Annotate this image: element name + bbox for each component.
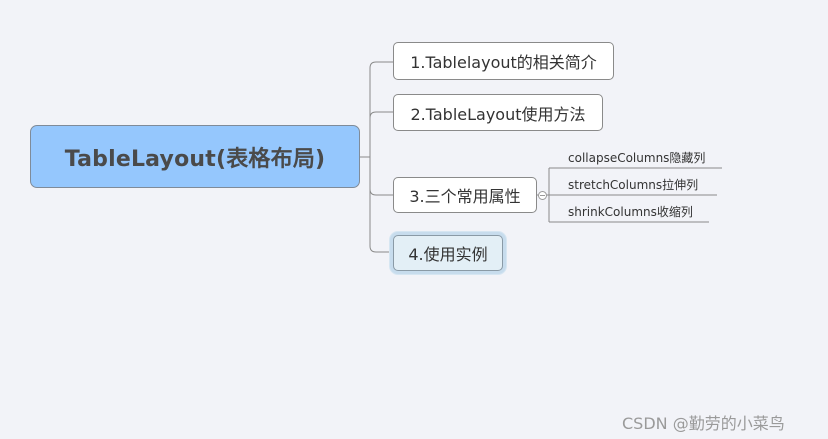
topic-label: 3.三个常用属性 bbox=[409, 187, 521, 206]
subtopic-collapse-columns[interactable]: collapseColumns隐藏列 bbox=[568, 149, 705, 166]
topic-2-usage[interactable]: 2.TableLayout使用方法 bbox=[393, 94, 603, 131]
collapse-minus-icon[interactable] bbox=[538, 191, 547, 200]
subtopic-label: shrinkColumns收缩列 bbox=[568, 205, 693, 219]
subtopic-label: stretchColumns拉伸列 bbox=[568, 178, 699, 192]
csdn-watermark: CSDN @勤劳的小菜鸟 bbox=[622, 414, 785, 433]
subtopic-label: collapseColumns隐藏列 bbox=[568, 151, 706, 165]
topic-4-example-selected[interactable]: 4.使用实例 bbox=[393, 235, 503, 271]
topic-label: 4.使用实例 bbox=[408, 245, 488, 264]
topic-1-intro[interactable]: 1.Tablelayout的相关简介 bbox=[393, 42, 614, 80]
topic-3-properties[interactable]: 3.三个常用属性 bbox=[393, 177, 537, 213]
subtopic-stretch-columns[interactable]: stretchColumns拉伸列 bbox=[568, 176, 698, 193]
subtopic-shrink-columns[interactable]: shrinkColumns收缩列 bbox=[568, 203, 693, 220]
topic-label: 1.Tablelayout的相关简介 bbox=[410, 53, 597, 72]
topic-label: 2.TableLayout使用方法 bbox=[410, 104, 586, 124]
root-topic-label: TableLayout(表格布局) bbox=[64, 146, 326, 172]
root-topic[interactable]: TableLayout(表格布局) bbox=[30, 125, 360, 188]
